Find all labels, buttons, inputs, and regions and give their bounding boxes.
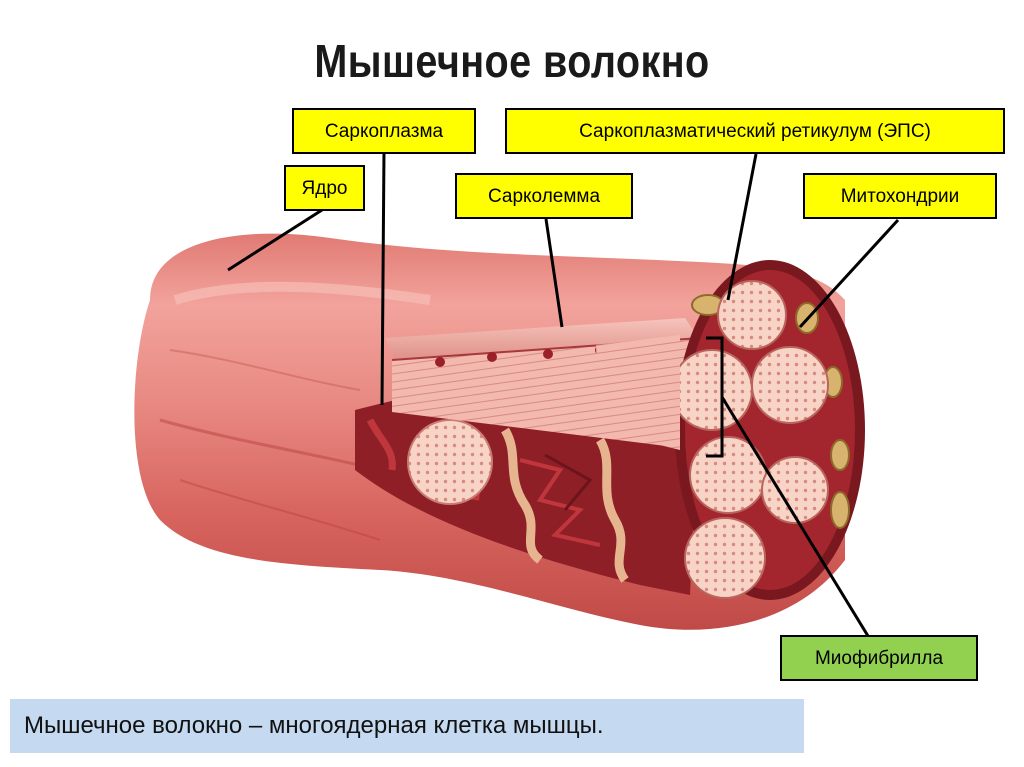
slide-title: Мышечное волокно (314, 35, 710, 87)
myofibril-cross-section (761, 456, 829, 524)
label-nucleus: Ядро (284, 165, 365, 211)
label-mitochondria: Митохондрии (803, 173, 997, 219)
label-sarcoplasm: Саркоплазма (292, 108, 476, 154)
label-myofibril: Миофибрилла (780, 635, 978, 681)
leader-lines (227, 149, 900, 637)
caption-definition: Мышечное волокно – многоядерная клетка м… (10, 699, 804, 753)
myofibril-cross-section (671, 349, 753, 431)
myofibril-bundle (596, 280, 829, 599)
myofibril-cross-section (684, 517, 766, 599)
label-sarcolemma: Сарколемма (455, 173, 633, 219)
leader-line-nucleus (227, 208, 323, 272)
leader-line-myofibril (720, 396, 870, 637)
myofibril-cross-section (407, 419, 493, 505)
leader-line-sarcolemma (544, 218, 564, 328)
leader-line-sarcoplasm (380, 149, 386, 406)
myofibril-cross-section (717, 280, 787, 350)
myofibril-cross-section (751, 346, 829, 424)
leader-line-mitochondria (798, 218, 900, 329)
leader-line-reticulum (726, 153, 758, 301)
label-sarcoplasmic-reticulum: Саркоплазматический ретикулум (ЭПС) (505, 108, 1005, 154)
